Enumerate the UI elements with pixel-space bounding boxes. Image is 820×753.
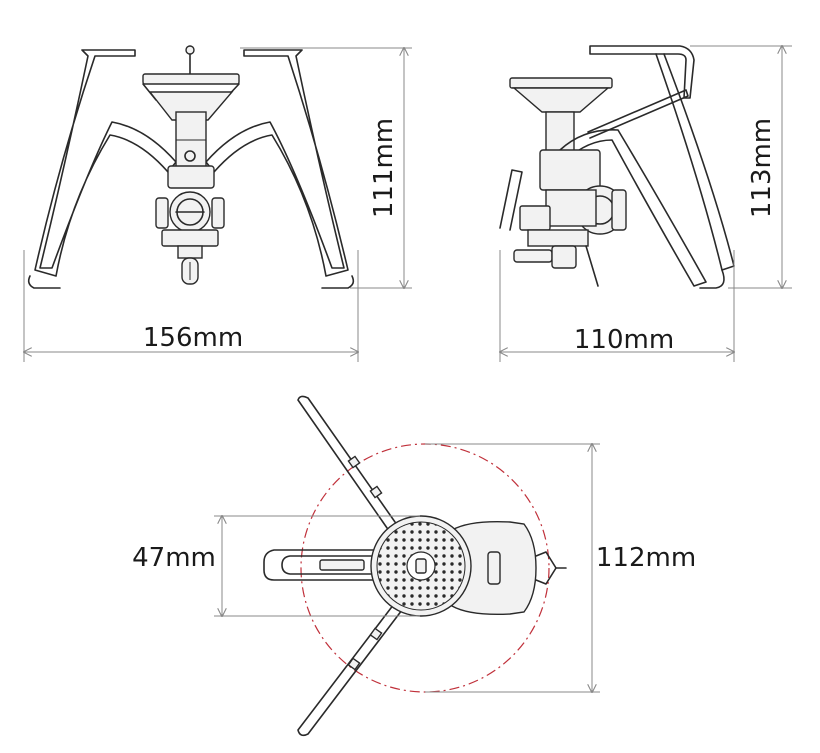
front-width-label: 156mm: [143, 323, 243, 353]
top-height-dimension: 112mm: [425, 444, 696, 692]
front-height-dimension: 111mm: [240, 48, 412, 288]
front-body: [175, 111, 207, 173]
front-burner-head: [142, 73, 240, 85]
side-burner-head: [509, 77, 613, 89]
top-left-arm: [263, 549, 379, 581]
side-width-dimension: 110mm: [500, 250, 734, 362]
side-width-label: 110mm: [574, 325, 674, 355]
side-body: [539, 149, 601, 191]
top-upper-leg: [297, 395, 403, 539]
top-height-label: 112mm: [596, 543, 696, 573]
front-view: [27, 45, 355, 289]
side-height-label: 113mm: [747, 118, 777, 218]
front-width-dimension: 156mm: [24, 250, 358, 362]
top-lower-leg: [297, 603, 403, 737]
side-view: [499, 45, 735, 289]
top-view: [263, 395, 567, 737]
front-height-label: 111mm: [369, 118, 399, 218]
side-height-dimension: 113mm: [690, 46, 792, 288]
top-burner-width-label: 47mm: [132, 543, 216, 573]
top-burner-width-dimension: 47mm: [132, 516, 420, 616]
